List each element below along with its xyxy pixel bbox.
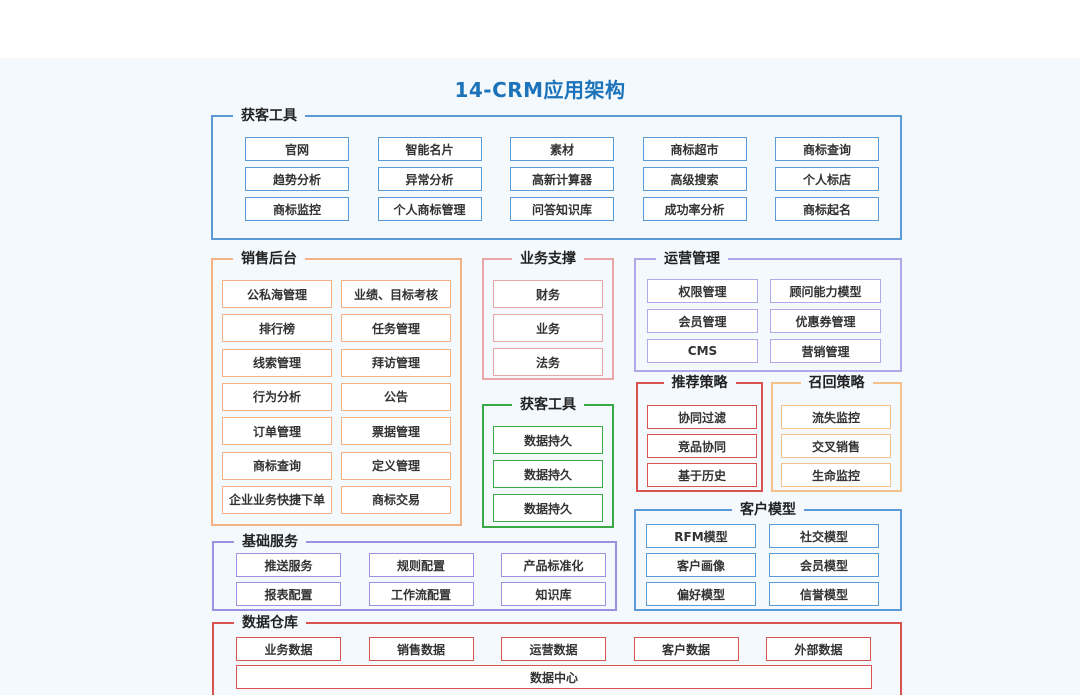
recall-item: 流失监控 — [781, 405, 891, 429]
support-item: 财务 — [493, 280, 603, 308]
customer-item: 信誉模型 — [769, 582, 879, 606]
recommend-item: 协同过滤 — [647, 405, 757, 429]
customer-item: RFM模型 — [646, 524, 756, 548]
sales-panel: 销售后台 — [211, 249, 462, 526]
sales-item: 商标交易 — [341, 485, 451, 514]
acquisition-top-item: 官网 — [245, 137, 349, 161]
base-item: 报表配置 — [236, 582, 341, 606]
sales-item: 公告 — [341, 382, 451, 411]
recall-title: 召回策略 — [800, 373, 873, 393]
base-title: 基础服务 — [234, 532, 306, 552]
customer-item: 社交模型 — [769, 524, 879, 548]
sales-item: 票据管理 — [341, 417, 451, 446]
operations-item: CMS — [647, 339, 758, 363]
data-center-item: 数据中心 — [236, 665, 872, 689]
base-item: 规则配置 — [368, 553, 474, 577]
warehouse-item: 外部数据 — [766, 637, 871, 661]
acquisition-mid-item: 数据持久 — [493, 460, 603, 488]
support-panel: 业务支撑 — [482, 249, 614, 380]
acquisition-top-panel: 获客工具 — [211, 106, 902, 240]
acquisition-top-item: 问答知识库 — [510, 197, 614, 221]
base-item: 产品标准化 — [501, 553, 606, 577]
customer-item: 会员模型 — [769, 553, 879, 577]
customer-panel: 客户模型 — [634, 500, 902, 611]
operations-title: 运营管理 — [656, 249, 728, 269]
sales-item: 公私海管理 — [222, 280, 332, 308]
warehouse-item: 销售数据 — [368, 637, 474, 661]
acquisition-top-item: 智能名片 — [377, 137, 482, 161]
warehouse-item: 运营数据 — [501, 637, 606, 661]
base-panel: 基础服务 — [212, 532, 617, 611]
sales-title: 销售后台 — [233, 249, 305, 269]
warehouse-item: 业务数据 — [236, 637, 341, 661]
support-title: 业务支撑 — [512, 249, 584, 269]
sales-item: 业绩、目标考核 — [341, 280, 451, 308]
operations-panel: 运营管理 — [634, 249, 902, 372]
sales-item: 线索管理 — [222, 348, 332, 377]
recall-panel: 召回策略 — [771, 373, 902, 492]
recall-item: 交叉销售 — [781, 434, 891, 458]
acquisition-top-item: 成功率分析 — [642, 197, 747, 221]
sales-item: 定义管理 — [341, 451, 451, 480]
base-item: 知识库 — [501, 582, 606, 606]
customer-title: 客户模型 — [732, 500, 804, 520]
warehouse-item: 客户数据 — [633, 637, 739, 661]
warehouse-panel: 数据仓库 — [212, 613, 902, 695]
operations-item: 营销管理 — [770, 339, 881, 363]
acquisition-top-item: 高新计算器 — [510, 167, 614, 191]
acquisition-top-item: 个人商标管理 — [377, 197, 482, 221]
operations-item: 顾问能力模型 — [770, 279, 881, 303]
acquisition-mid-panel: 获客工具 — [482, 395, 614, 528]
acquisition-top-item: 商标超市 — [642, 137, 747, 161]
operations-item: 权限管理 — [647, 279, 758, 303]
acquisition-top-item: 趋势分析 — [245, 167, 349, 191]
operations-item: 会员管理 — [647, 309, 758, 333]
diagram-title: 14-CRM应用架构 — [454, 78, 626, 102]
customer-item: 客户画像 — [646, 553, 756, 577]
sales-item: 行为分析 — [222, 382, 332, 411]
customer-item: 偏好模型 — [646, 582, 756, 606]
operations-item: 优惠券管理 — [770, 309, 881, 333]
warehouse-title: 数据仓库 — [234, 613, 306, 633]
sales-item: 企业业务快捷下单 — [222, 485, 332, 514]
sales-item: 订单管理 — [222, 417, 332, 446]
acquisition-top-item: 商标监控 — [245, 197, 349, 221]
recommend-item: 基于历史 — [647, 463, 757, 487]
acquisition-top-item: 商标查询 — [775, 137, 879, 161]
acquisition-top-item: 素材 — [510, 137, 614, 161]
recall-item: 生命监控 — [781, 463, 891, 487]
recommend-item: 竞品协同 — [647, 434, 757, 458]
support-item: 业务 — [493, 314, 603, 342]
recommend-panel: 推荐策略 — [636, 373, 763, 492]
acquisition-top-title: 获客工具 — [233, 106, 305, 126]
support-item: 法务 — [493, 348, 603, 376]
acquisition-top-item: 异常分析 — [377, 167, 482, 191]
sales-item: 排行榜 — [222, 314, 332, 343]
acquisition-mid-item: 数据持久 — [493, 426, 603, 454]
recommend-title: 推荐策略 — [663, 373, 736, 393]
acquisition-mid-item: 数据持久 — [493, 494, 603, 522]
sales-item: 商标查询 — [222, 451, 332, 480]
acquisition-top-item: 商标起名 — [775, 197, 879, 221]
base-item: 推送服务 — [236, 553, 341, 577]
sales-item: 拜访管理 — [341, 348, 451, 377]
base-item: 工作流配置 — [368, 582, 474, 606]
acquisition-mid-title: 获客工具 — [512, 395, 584, 415]
acquisition-top-item: 个人标店 — [775, 167, 879, 191]
sales-item: 任务管理 — [341, 314, 451, 343]
acquisition-top-item: 高级搜索 — [642, 167, 747, 191]
